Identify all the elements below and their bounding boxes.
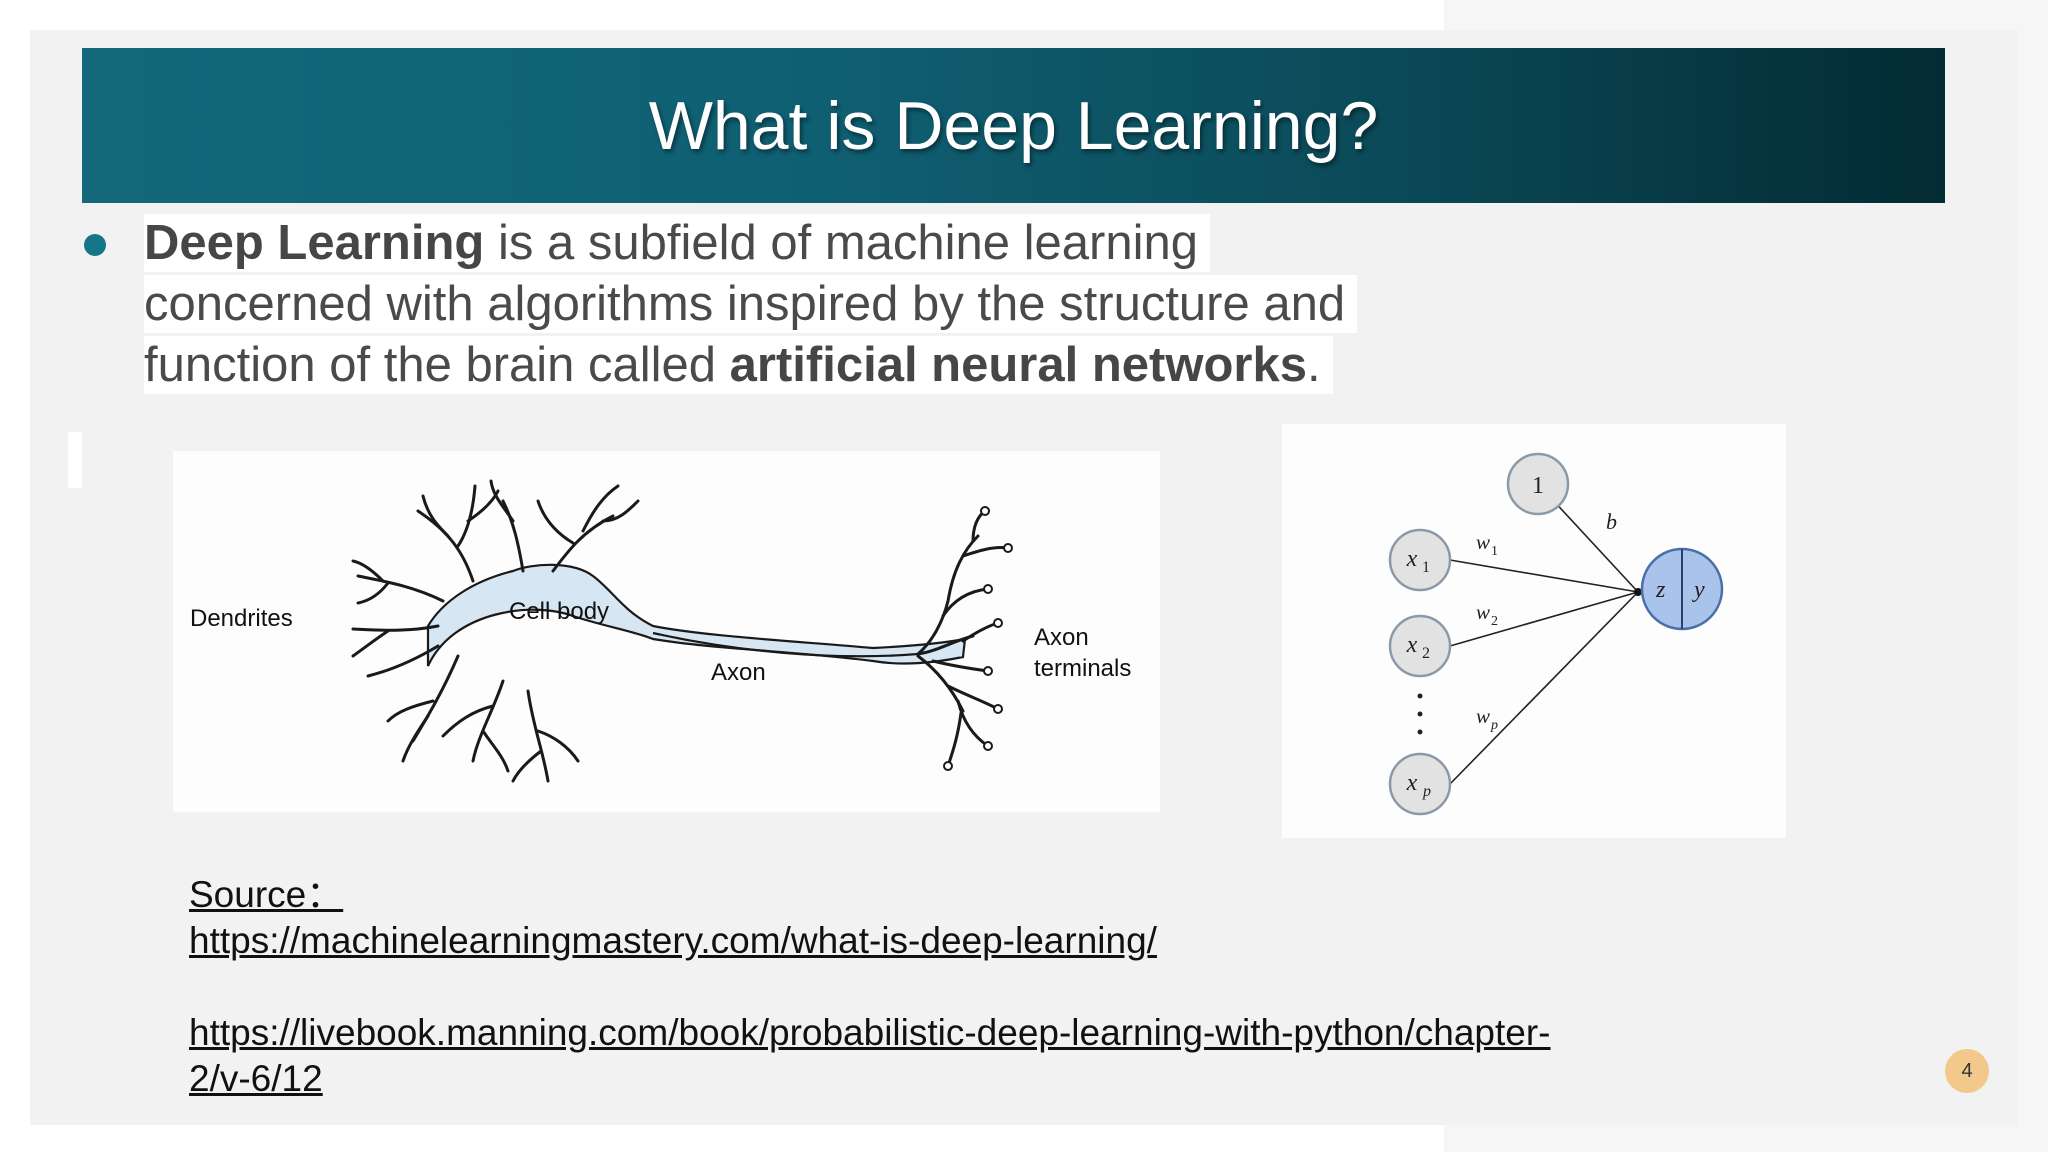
bullet-text-3: function of the brain called bbox=[144, 338, 730, 392]
title-bar: What is Deep Learning? bbox=[82, 48, 1945, 203]
input-sub-2: 2 bbox=[1422, 645, 1430, 662]
axon-terminals-label-1: Axon bbox=[1034, 624, 1089, 651]
dendrites-shape bbox=[351, 479, 640, 783]
ellipsis-dots bbox=[1417, 693, 1423, 735]
cell-body-label: Cell body bbox=[509, 598, 609, 625]
input-var-1: x bbox=[1406, 546, 1418, 572]
weight-sub-p: p bbox=[1490, 718, 1498, 733]
weight-label-p: w bbox=[1476, 704, 1490, 728]
ann-term: artificial neural networks bbox=[729, 338, 1307, 392]
bullet-text-2: concerned with algorithms inspired by th… bbox=[144, 277, 1346, 331]
neuron-diagram: Dendrites Cell body Axon Axon terminals bbox=[190, 479, 1131, 783]
input-var-p: x bbox=[1406, 770, 1418, 796]
neuron-figure: Dendrites Cell body Axon Axon terminals bbox=[173, 451, 1160, 812]
axon-line bbox=[652, 631, 919, 658]
page-number-badge: 4 bbox=[1945, 1049, 1989, 1093]
source-label: Source： bbox=[189, 874, 344, 915]
bullet-line-2: concerned with algorithms inspired by th… bbox=[144, 275, 1358, 333]
source-link-2-line-2[interactable]: 2/v-6/12 bbox=[189, 1058, 323, 1099]
slide-title: What is Deep Learning? bbox=[648, 87, 1379, 164]
output-y-label: y bbox=[1692, 577, 1705, 603]
bias-node bbox=[1506, 452, 1570, 516]
bullet-dot bbox=[84, 234, 106, 256]
perceptron-figure: 1 b x 1 x 2 x p w 1 w 2 w p z y bbox=[1282, 424, 1786, 838]
perceptron-diagram: 1 b x 1 x 2 x p w 1 w 2 w p z y bbox=[1388, 452, 1724, 816]
terminal-bulbs bbox=[943, 506, 1013, 771]
output-z-label: z bbox=[1655, 577, 1666, 603]
axon-terminals-label-2: terminals bbox=[1034, 655, 1131, 682]
source-link-2-line-1[interactable]: https://livebook.manning.com/book/probab… bbox=[189, 1012, 1551, 1053]
bullet-line-1: Deep Learning is a subfield of machine l… bbox=[144, 214, 1210, 272]
weight-sub-1: 1 bbox=[1491, 544, 1498, 559]
weight-label-2: w bbox=[1476, 600, 1490, 624]
weight-sub-2: 2 bbox=[1491, 614, 1498, 629]
side-mark bbox=[68, 432, 82, 488]
input-sub-1: 1 bbox=[1422, 559, 1430, 576]
dendrites-label: Dendrites bbox=[190, 605, 293, 632]
input-node-p bbox=[1388, 752, 1452, 816]
input-var-2: x bbox=[1406, 632, 1418, 658]
bullet-text-1: is a subfield of machine learning bbox=[484, 216, 1198, 270]
axon-terminals-shape bbox=[916, 509, 1010, 768]
input-sub-p: p bbox=[1422, 783, 1431, 800]
summation-point bbox=[1634, 588, 1642, 596]
bullet-text-3-end: . bbox=[1306, 338, 1321, 392]
source-link-1[interactable]: https://machinelearningmastery.com/what-… bbox=[189, 920, 1157, 961]
bias-node-label: 1 bbox=[1532, 473, 1544, 499]
weight-label-1: w bbox=[1476, 530, 1490, 554]
input-node-2 bbox=[1388, 614, 1452, 678]
axon-label: Axon bbox=[711, 659, 766, 686]
deep-learning-term: Deep Learning bbox=[144, 216, 485, 270]
bias-weight-label: b bbox=[1606, 509, 1617, 534]
bullet-line-3: function of the brain called artificial … bbox=[144, 336, 1333, 394]
input-node-1 bbox=[1388, 528, 1452, 592]
